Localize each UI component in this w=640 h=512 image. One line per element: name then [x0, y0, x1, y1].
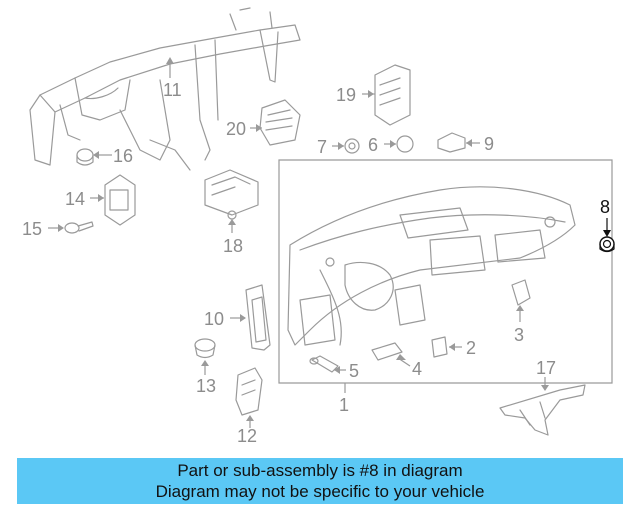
callout-20: 20 [226, 119, 246, 139]
part-12-bracket [235, 367, 263, 416]
callout-14: 14 [65, 189, 85, 209]
banner-line-2: Diagram may not be specific to your vehi… [155, 482, 485, 501]
callout-8: 8 [600, 197, 610, 217]
callout-18: 18 [223, 236, 243, 256]
part-10-panel [245, 284, 271, 351]
part-20-register [259, 99, 301, 146]
part-9-clip [437, 132, 466, 153]
callout-7: 7 [317, 137, 327, 157]
part-1-group-box [278, 159, 613, 384]
part-8-clip [599, 236, 615, 253]
part-16-nut [76, 148, 94, 166]
part-18-module [204, 169, 259, 220]
part-4-bracket [371, 342, 403, 361]
part-2-clip [431, 336, 448, 358]
callout-15: 15 [22, 219, 42, 239]
callout-2: 2 [466, 338, 476, 358]
callout-1: 1 [339, 395, 349, 415]
part-6-grommet [396, 135, 414, 153]
callout-12: 12 [237, 426, 257, 446]
part-14-bracket [104, 174, 136, 226]
callout-6: 6 [368, 135, 378, 155]
callout-11: 11 [163, 80, 182, 100]
info-banner: Part or sub-assembly is #8 in diagram Di… [17, 458, 623, 504]
callout-4: 4 [412, 359, 422, 379]
callout-13: 13 [196, 376, 216, 396]
part-17-brace [499, 384, 586, 436]
callout-3: 3 [514, 325, 524, 345]
part-7-clip [344, 138, 360, 154]
callout-9: 9 [484, 134, 494, 154]
part-15-bolt [64, 221, 94, 234]
parts-diagram: 11 16 14 15 19 20 7 [22, 7, 615, 446]
part-13-grommet [194, 338, 216, 359]
callout-10: 10 [204, 309, 224, 329]
part-3-bracket [511, 279, 531, 306]
part-1-instrument-panel [287, 186, 576, 346]
part-5-bolt [309, 355, 339, 373]
callout-5: 5 [349, 361, 359, 381]
banner-line-1: Part or sub-assembly is #8 in diagram [177, 461, 463, 480]
callout-17: 17 [536, 358, 556, 378]
callout-19: 19 [336, 85, 356, 105]
callout-16: 16 [113, 146, 133, 166]
part-11-reinforcement [29, 7, 301, 171]
part-19-duct [374, 64, 411, 126]
